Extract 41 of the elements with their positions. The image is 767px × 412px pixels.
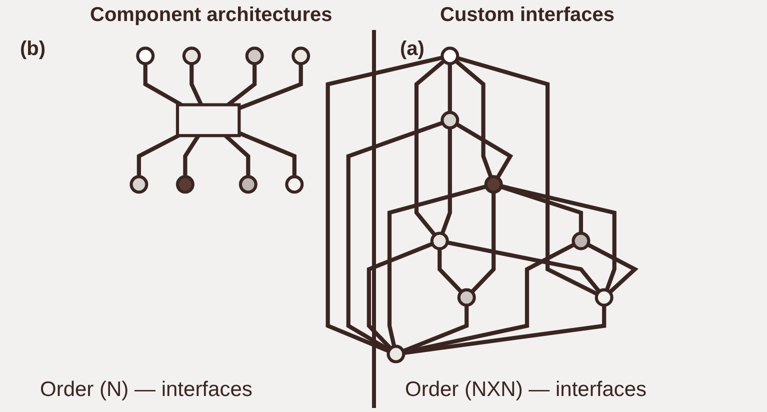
connector [404, 305, 607, 356]
connector [440, 128, 452, 234]
node-circle [430, 232, 450, 250]
caption-text: Order (N) — interfaces [40, 378, 252, 402]
node-circle [292, 46, 310, 66]
node-circle [286, 175, 304, 194]
connector [456, 122, 514, 179]
connector [137, 134, 180, 177]
panel-label: (a) [400, 38, 424, 61]
connector [238, 64, 304, 110]
node-circle [484, 175, 504, 194]
node-circle [246, 46, 264, 66]
section-heading: Custom interfaces [440, 4, 614, 27]
connector [144, 64, 183, 107]
node-circle [130, 175, 149, 194]
node-circle [595, 288, 614, 307]
connector [501, 184, 617, 291]
connector [388, 184, 488, 347]
node-circle [136, 46, 156, 66]
caption-text: Order (NXN) — interfaces [405, 378, 647, 402]
connector [238, 131, 297, 177]
connector [414, 59, 446, 236]
node-circle [441, 110, 460, 130]
node-circle [458, 288, 476, 307]
connector [367, 242, 434, 350]
connector [326, 56, 444, 353]
node-circle [239, 175, 258, 194]
connector [454, 59, 494, 178]
section-heading: Component architectures [90, 4, 332, 27]
node-circle [387, 344, 406, 364]
node-circle [441, 46, 460, 66]
connector [447, 240, 602, 293]
connector [438, 248, 464, 294]
node-circle [572, 232, 591, 250]
connector [470, 192, 496, 294]
panel-label: (b) [20, 38, 46, 61]
node-circle [182, 46, 202, 66]
connector [457, 56, 599, 296]
connector [448, 64, 452, 112]
node-box [176, 103, 242, 138]
node-circle [176, 175, 195, 194]
